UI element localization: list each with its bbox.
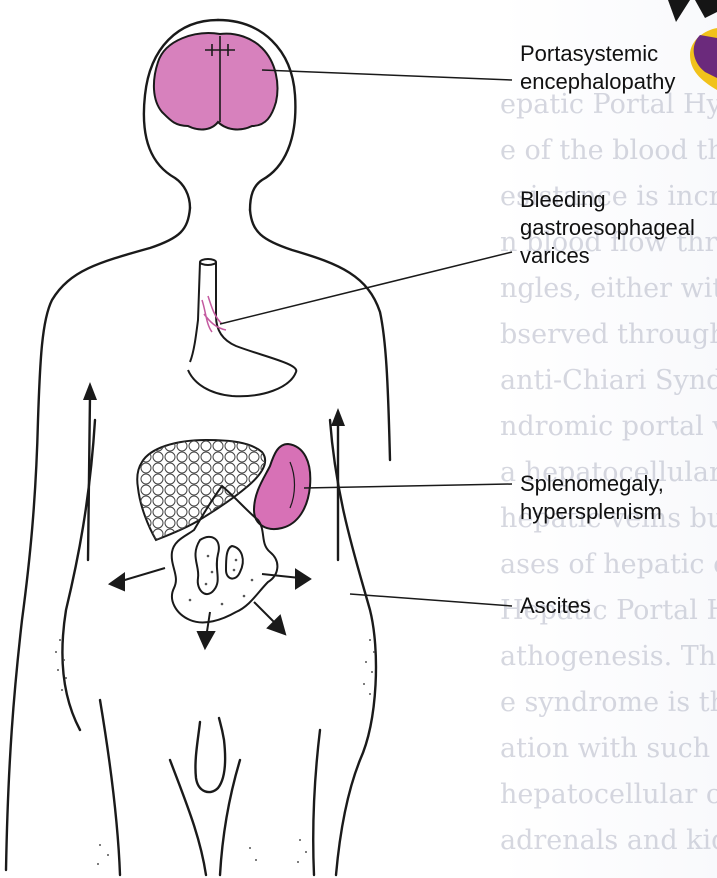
left-leg bbox=[100, 700, 120, 875]
neck-and-torso-outline bbox=[6, 208, 190, 870]
liver-lobule bbox=[261, 441, 271, 451]
liver-lobule bbox=[213, 518, 223, 528]
label-varices-line1: Bleeding bbox=[520, 186, 695, 214]
liver-lobule bbox=[141, 441, 151, 451]
label-encephalopathy: Portasystemic encephalopathy bbox=[520, 40, 675, 96]
label-encephalopathy-line2: encephalopathy bbox=[520, 68, 675, 96]
right-leg bbox=[313, 730, 320, 875]
liver-lobule bbox=[201, 518, 211, 528]
label-varices-line2: gastroesophageal bbox=[520, 214, 695, 242]
esophagus-stomach-icon bbox=[188, 259, 296, 396]
liver-lobule bbox=[237, 518, 247, 528]
label-ascites-line1: Ascites bbox=[520, 592, 591, 620]
label-ascites: Ascites bbox=[520, 592, 591, 620]
liver-lobule bbox=[225, 507, 235, 517]
brain-icon bbox=[154, 33, 278, 129]
label-varices-line3: varices bbox=[520, 242, 695, 270]
liver-lobule bbox=[141, 529, 151, 539]
label-encephalopathy-line1: Portasystemic bbox=[520, 40, 675, 68]
ascites-arrows bbox=[110, 568, 310, 648]
label-spleen-line2: hypersplenism bbox=[520, 498, 664, 526]
label-varices: Bleeding gastroesophageal varices bbox=[520, 186, 695, 270]
stipple-shading bbox=[55, 639, 375, 865]
label-spleen-line1: Splenomegaly, bbox=[520, 470, 664, 498]
liver-lobule bbox=[225, 529, 235, 539]
liver-lobule bbox=[249, 529, 259, 539]
liver-lobule bbox=[225, 518, 235, 528]
genital-outline bbox=[195, 718, 225, 792]
label-splenomegaly: Splenomegaly, hypersplenism bbox=[520, 470, 664, 526]
liver-lobule bbox=[237, 529, 247, 539]
